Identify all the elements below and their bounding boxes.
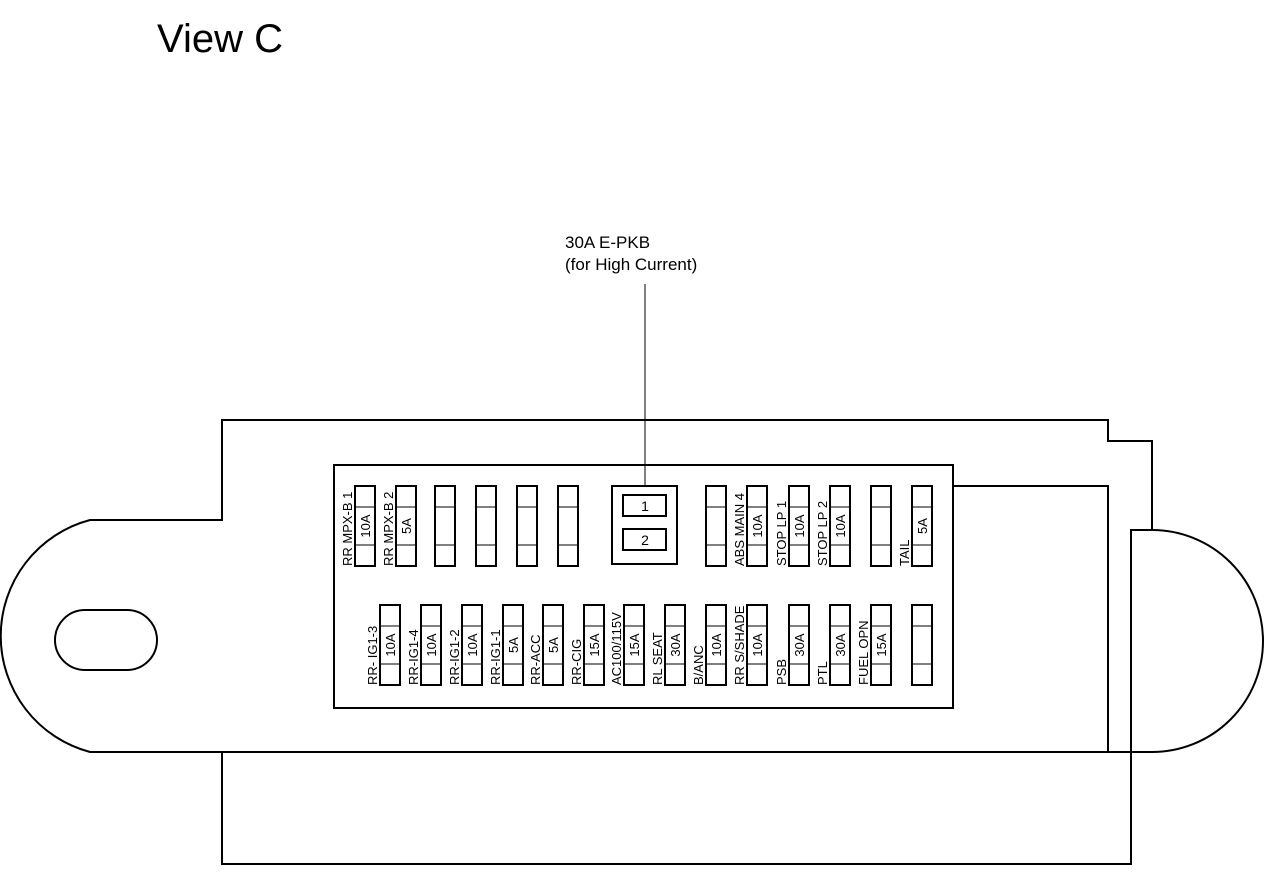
view-title: View C xyxy=(157,17,283,61)
fuse-rating-b-anc: 10A xyxy=(709,633,724,656)
fuse-name-rl-seat: RL SEAT xyxy=(650,632,665,685)
callout-label-line2: (for High Current) xyxy=(565,255,697,274)
fuse-rating-fuel-opn: 15A xyxy=(874,633,889,656)
fuse-rating-ac100-115v: 15A xyxy=(627,633,642,656)
fuse-name-stop-lp-2: STOP LP 2 xyxy=(815,501,830,566)
fuse-box-housing xyxy=(0,419,1264,865)
fuse-rating-rr-ig1-4: 10A xyxy=(424,633,439,656)
mounting-hole xyxy=(54,609,158,671)
fuse-rating-rr-mpx-b-2: 5A xyxy=(399,518,414,534)
relay-slot-1-label: 1 xyxy=(641,498,649,514)
fuse-name-rr-mpx-b-2: RR MPX-B 2 xyxy=(381,492,396,566)
fuse-rating-rr-mpx-b-1: 10A xyxy=(358,514,373,537)
callout-label-line1: 30A E-PKB xyxy=(565,233,650,252)
fuse-name-rr-mpx-b-1: RR MPX-B 1 xyxy=(340,492,355,566)
fuse-name-rr-s-shade: RR S/SHADE xyxy=(732,605,747,685)
fuse-name-rr-ig1-4: RR-IG1-4 xyxy=(406,629,421,685)
fuse-name-ptl: PTL xyxy=(815,661,830,685)
fuse-name-abs-main-4: ABS MAIN 4 xyxy=(732,493,747,566)
fuse-name-tail: TAIL xyxy=(897,540,912,567)
fuse-rating-stop-lp-1: 10A xyxy=(792,514,807,537)
fuse-rating-rr-acc: 5A xyxy=(546,637,561,653)
fuse-rating-tail: 5A xyxy=(915,518,930,534)
top-row-fuse-6 xyxy=(557,485,579,567)
bottom-row-fuse-14 xyxy=(911,604,933,686)
fuse-name-rr-ig1-2: RR-IG1-2 xyxy=(447,629,462,685)
fuse-rating-psb: 30A xyxy=(792,633,807,656)
fuse-rating-stop-lp-2: 10A xyxy=(833,514,848,537)
fuse-rating-rl-seat: 30A xyxy=(668,633,683,656)
fuse-rating-rr-ig1-2: 10A xyxy=(465,633,480,656)
fuse-name-psb: PSB xyxy=(774,659,789,685)
fuse-name-rr-acc: RR-ACC xyxy=(528,634,543,685)
top-row-fuse-4 xyxy=(475,485,497,567)
fuse-panel xyxy=(333,464,954,709)
fuse-name-rr-cig: RR-CIG xyxy=(569,639,584,685)
fuse-name-fuel-opn: FUEL OPN xyxy=(856,620,871,685)
relay-slot-2-label: 2 xyxy=(641,532,649,548)
fuse-rating-rr-cig: 15A xyxy=(587,633,602,656)
top-row-fuse-11 xyxy=(870,485,892,567)
e-pkb-relay: 1 2 xyxy=(611,485,678,565)
fuse-name-rr-ig1-3: RR- IG1-3 xyxy=(365,626,380,685)
fuse-name-rr-ig1-1: RR-IG1-1 xyxy=(488,629,503,685)
fuse-rating-ptl: 30A xyxy=(833,633,848,656)
fuse-name-ac100-115v: AC100/115V xyxy=(609,612,624,685)
top-row-fuse-5 xyxy=(516,485,538,567)
fuse-rating-rr-s-shade: 10A xyxy=(750,633,765,656)
fuse-rating-rr-ig1-1: 5A xyxy=(506,637,521,653)
fuse-name-b-anc: B/ANC xyxy=(691,645,706,685)
top-row-fuse-3 xyxy=(434,485,456,567)
fuse-rating-abs-main-4: 10A xyxy=(750,514,765,537)
fuse-name-stop-lp-1: STOP LP 1 xyxy=(774,501,789,566)
fuse-rating-rr-ig1-3: 10A xyxy=(383,633,398,656)
top-row-fuse-7 xyxy=(705,485,727,567)
